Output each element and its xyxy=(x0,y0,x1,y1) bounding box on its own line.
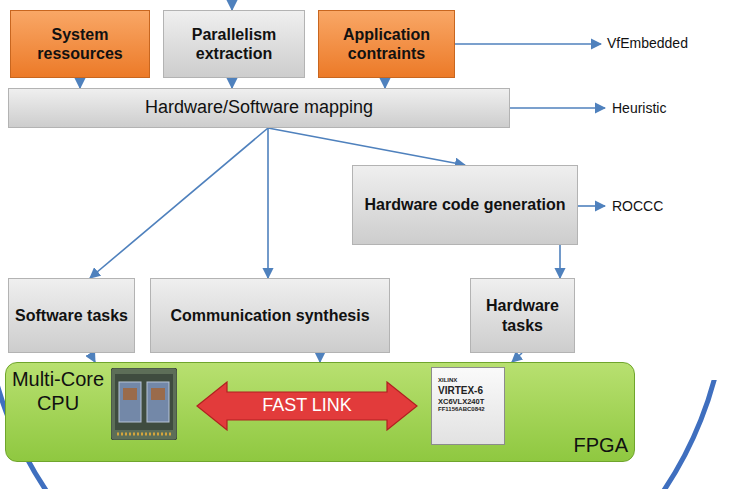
flow-arrow xyxy=(90,128,268,278)
chip-marking: VIRTEX-6 xyxy=(438,385,483,398)
input-arrow xyxy=(231,0,233,10)
constraint-box: Application contraints xyxy=(318,10,455,78)
flow-arrow xyxy=(231,78,233,88)
flow-arrow xyxy=(512,353,522,362)
box-text: Application contraints xyxy=(325,25,448,63)
task-box: Hardware tasks xyxy=(470,278,575,353)
flow-arrow xyxy=(268,128,465,165)
tool-label: VfEmbedded xyxy=(607,35,688,51)
box-text: System ressources xyxy=(17,25,143,63)
leader-arrow xyxy=(455,43,601,45)
flow-arrow xyxy=(559,245,561,278)
flow-arrow xyxy=(90,353,95,362)
link-arrow: FAST LINK xyxy=(196,381,418,431)
platform-label: Multi-Core CPU xyxy=(8,367,108,415)
tool-label: ROCCC xyxy=(612,198,663,214)
box-text: Parallelism extraction xyxy=(170,25,298,63)
chip-marking: XILINX xyxy=(438,377,457,385)
cycle-arc xyxy=(0,380,727,489)
box-text: Hardware tasks xyxy=(477,296,568,334)
resource-box: System ressources xyxy=(10,10,150,78)
platform-label: FPGA xyxy=(574,433,628,457)
task-box: Software tasks xyxy=(8,278,135,353)
process-box: Communication synthesis xyxy=(150,278,390,353)
box-text: Hardware code generation xyxy=(365,195,566,214)
double-arrow-shape xyxy=(197,382,417,430)
flow-arrow xyxy=(267,128,269,278)
process-box: Hardware code generation xyxy=(352,165,578,245)
tool-label: Heuristic xyxy=(612,100,666,116)
fpga-picture: XILINXVIRTEX-6XC6VLX240TFF1156ABC0842 xyxy=(431,367,505,445)
flow-arrow xyxy=(319,353,321,362)
chip-marking: XC6VLX240T xyxy=(438,397,484,406)
chip-marking: FF1156ABC0842 xyxy=(438,406,485,414)
box-text: FAST LINK xyxy=(262,395,352,417)
leader-arrow xyxy=(510,107,605,109)
box-text: Software tasks xyxy=(15,306,128,325)
mapping-box: Hardware/Software mapping xyxy=(8,88,510,128)
platform-band: Multi-Core CPU FPGA FAST LINK xyxy=(5,362,635,462)
box-text: Communication synthesis xyxy=(170,306,369,325)
flow-arrow xyxy=(79,78,81,88)
flow-arrow xyxy=(384,78,386,88)
box-text: Hardware/Software mapping xyxy=(145,97,373,119)
process-box: Parallelism extraction xyxy=(163,10,305,78)
leader-arrow xyxy=(578,205,605,207)
cpu-picture xyxy=(111,368,177,440)
